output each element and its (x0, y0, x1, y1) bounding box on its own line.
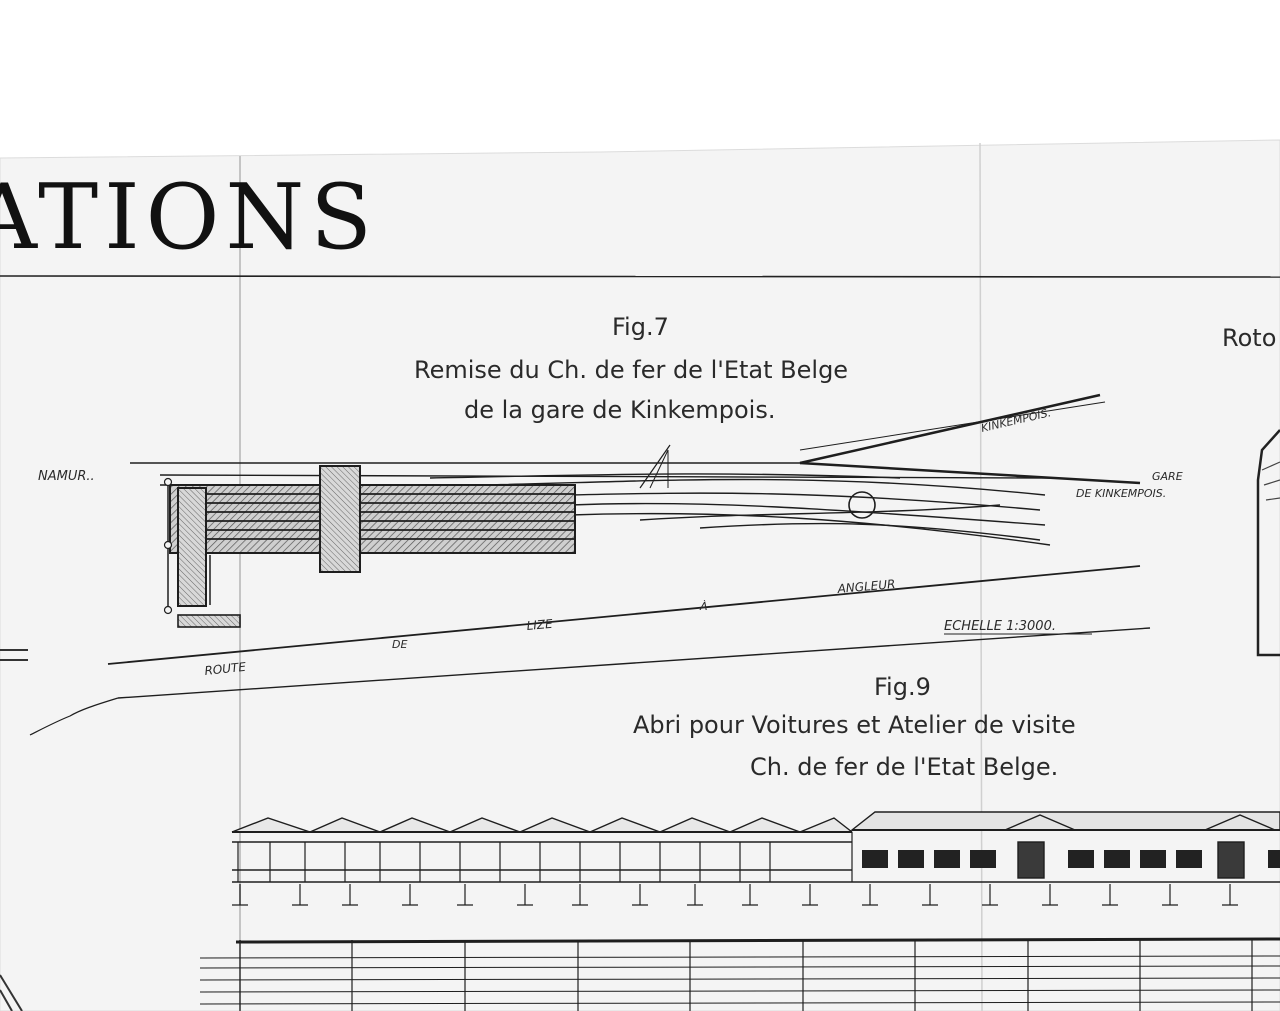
scale-label: ECHELLE 1:3000. (944, 619, 1056, 634)
rotunda-partial (1256, 429, 1280, 657)
engine-shed (163, 465, 576, 628)
fig9-number: Fig.9 (874, 673, 931, 701)
fig9-caption-line2: Ch. de fer de l'Etat Belge. (750, 753, 1058, 781)
label-route: ROUTE (204, 660, 247, 678)
label-namur: NAMUR.. (38, 469, 95, 484)
rotunda-detail (1261, 461, 1280, 501)
header-rule (0, 275, 1280, 278)
workshop-elevation (849, 811, 1280, 879)
track-layout (130, 393, 1141, 546)
fig7: Fig.7 Remise du Ch. de fer de l'Etat Bel… (29, 313, 1183, 736)
fig7-number: Fig.7 (612, 313, 669, 341)
shed-elevation (231, 817, 1280, 883)
partial-fragment (0, 974, 23, 1011)
sheet-title: ATIONS (0, 165, 378, 270)
turntable (848, 491, 876, 519)
roto-label: Roto (1222, 324, 1276, 352)
label-angleur: ANGLEUR (836, 577, 896, 596)
label-a: À (699, 600, 708, 613)
paper-sheet (0, 139, 1280, 1011)
footings (232, 884, 1238, 906)
shed-plan (199, 937, 1280, 1011)
road-route-de-lize (29, 565, 1151, 736)
label-lize: LIZE (526, 617, 554, 633)
fig7-caption-line2: de la gare de Kinkempois. (464, 396, 775, 424)
label-de: DE (392, 638, 407, 651)
fig9-caption-line1: Abri pour Voitures et Atelier de visite (633, 711, 1076, 739)
fig7-caption-line1: Remise du Ch. de fer de l'Etat Belge (414, 356, 848, 384)
label-gare: GARE (1152, 470, 1183, 483)
fig9: Fig.9 Abri pour Voitures et Atelier de v… (199, 673, 1280, 1011)
label-de-kinkempois: DE KINKEMPOIS. (1076, 487, 1166, 500)
